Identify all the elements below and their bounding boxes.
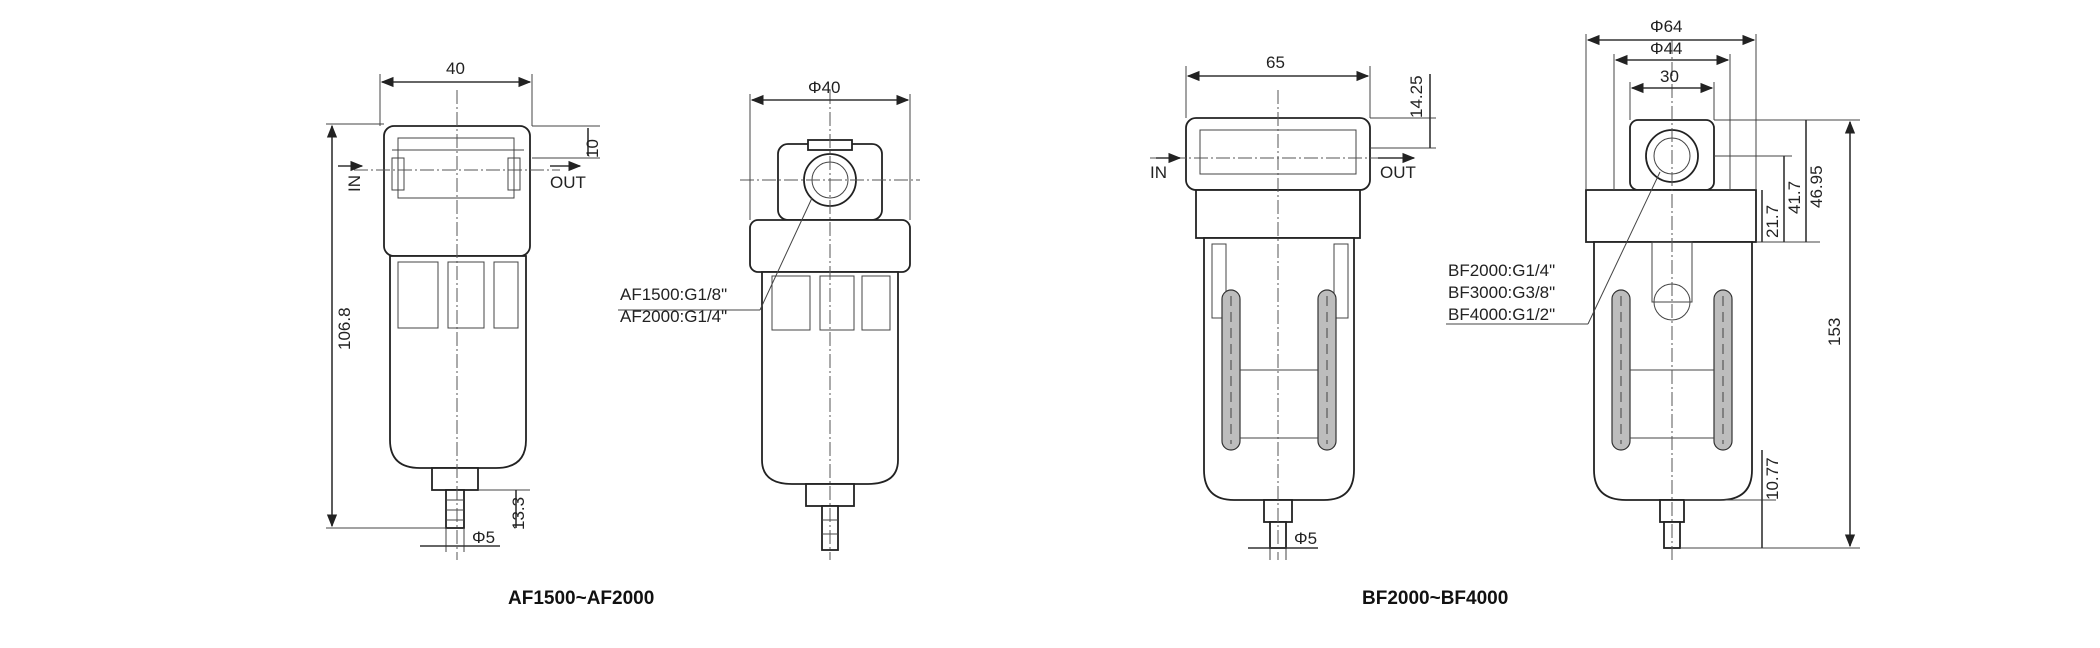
bf-thread-4000: BF4000:G1/2" <box>1448 305 1555 324</box>
bf-port-dim: Φ5 <box>1294 529 1317 548</box>
bf-thread-3000: BF3000:G3/8" <box>1448 283 1555 302</box>
bf-out-label: OUT <box>1380 163 1416 182</box>
bf-dim-phi64: Φ64 <box>1650 17 1682 36</box>
bf-dim-phi44: Φ44 <box>1650 39 1682 58</box>
bf-thread-2000: BF2000:G1/4" <box>1448 261 1555 280</box>
af-front-view: 40 10 106.8 13.3 Φ5 IN OUT <box>326 59 602 560</box>
af-width-dim: 40 <box>446 59 465 78</box>
bf-side-view: Φ64 Φ44 30 46.95 41.7 21.7 153 10.77 BF2… <box>1446 17 1860 560</box>
af-diameter-dim: Φ40 <box>808 78 840 97</box>
bf-dim-417: 41.7 <box>1785 181 1804 214</box>
bf-dim-217: 21.7 <box>1763 205 1782 238</box>
af-top-dim: 10 <box>583 139 602 158</box>
bf-dim-153: 153 <box>1825 318 1844 346</box>
af-thread-1500: AF1500:G1/8" <box>620 285 727 304</box>
bf-in-label: IN <box>1150 163 1167 182</box>
bf-top-dim: 14.25 <box>1407 75 1426 118</box>
af-out-label: OUT <box>550 173 586 192</box>
bf-dim-30: 30 <box>1660 67 1679 86</box>
af-caption: AF1500~AF2000 <box>508 588 654 609</box>
af-port-dim: Φ5 <box>472 528 495 547</box>
af-bottom-dim: 13.3 <box>509 497 528 530</box>
bf-dim-4695: 46.95 <box>1807 165 1826 208</box>
bf-dim-1077: 10.77 <box>1763 457 1782 500</box>
af-height-dim: 106.8 <box>335 307 354 350</box>
bf-front-view: 65 14.25 IN OUT Φ5 <box>1150 53 1436 560</box>
af-side-view: Φ40 AF1500:G1/8" AF2000:G1/4" <box>618 78 920 560</box>
af-thread-2000: AF2000:G1/4" <box>620 307 727 326</box>
bf-caption: BF2000~BF4000 <box>1362 588 1508 609</box>
bf-width-dim: 65 <box>1266 53 1285 72</box>
af-in-label: IN <box>345 175 364 192</box>
